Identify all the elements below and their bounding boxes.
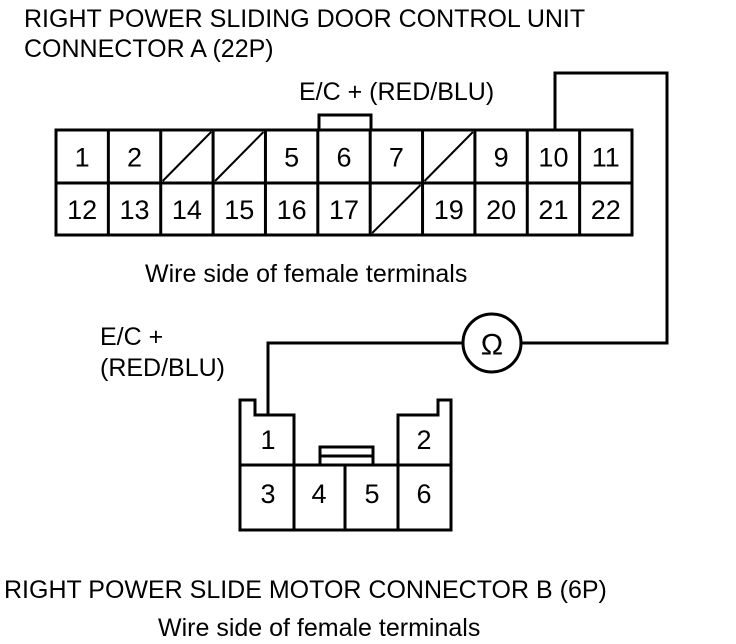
connector-a-pin: 22 [591, 195, 621, 225]
connector-a-pin: 15 [224, 195, 254, 225]
connector-a-pin: 11 [592, 143, 620, 173]
connector-a-title-line1: RIGHT POWER SLIDING DOOR CONTROL UNIT [24, 5, 585, 33]
connector-b-caption: Wire side of female terminals [158, 614, 480, 642]
connector-a-pin: 20 [486, 195, 516, 225]
connector-a-pin: 7 [389, 143, 404, 173]
test-lead-a [521, 71, 669, 345]
connector-b-title: RIGHT POWER SLIDE MOTOR CONNECTOR B (6P) [4, 576, 607, 604]
connector-b-pin: 2 [416, 425, 431, 455]
connector-b-pin: 5 [364, 479, 379, 509]
ohm-symbol: Ω [481, 329, 503, 362]
connector-a-pin: 21 [538, 195, 568, 225]
connector-a-wire-label: E/C + (RED/BLU) [299, 78, 494, 106]
connector-a-pin: 2 [127, 143, 142, 173]
connector-a-caption: Wire side of female terminals [145, 260, 467, 288]
connector-a-empty-slot [423, 131, 474, 182]
connector-a-pin: 12 [67, 195, 97, 225]
connector-a-empty-slot [162, 131, 212, 182]
connector-a-pin: 16 [277, 195, 307, 225]
connector-a-pin: 14 [172, 195, 202, 225]
connector-a-pin: 9 [494, 143, 509, 173]
connector-b-pin: 6 [416, 479, 431, 509]
test-lead-b [266, 341, 463, 415]
connector-b-wire-label-line2: (RED/BLU) [100, 354, 225, 382]
connector-a-pin: 5 [284, 143, 299, 173]
connector-b-wire-label-line1: E/C + [100, 323, 163, 351]
connector-a-pin: 13 [120, 195, 150, 225]
connector-a-lock-tab [317, 113, 373, 132]
connector-b-pin: 1 [260, 425, 275, 455]
connector-a-pin: 17 [329, 195, 359, 225]
ohmmeter-icon: Ω [461, 312, 523, 374]
connector-b: 1 2 3 4 5 6 [238, 398, 453, 532]
connector-a-empty-slot [214, 131, 265, 182]
connector-a-empty-slot [371, 184, 422, 234]
connector-a-pin: 6 [336, 143, 351, 173]
connector-a-pin: 19 [434, 195, 464, 225]
connector-b-pin: 3 [260, 479, 275, 509]
connector-a-pin: 1 [75, 143, 90, 173]
connector-a-title-line2: CONNECTOR A (22P) [24, 35, 274, 63]
connector-b-outline [238, 398, 453, 532]
connector-b-pin: 4 [311, 479, 326, 509]
connector-a-pin: 10 [538, 143, 568, 173]
